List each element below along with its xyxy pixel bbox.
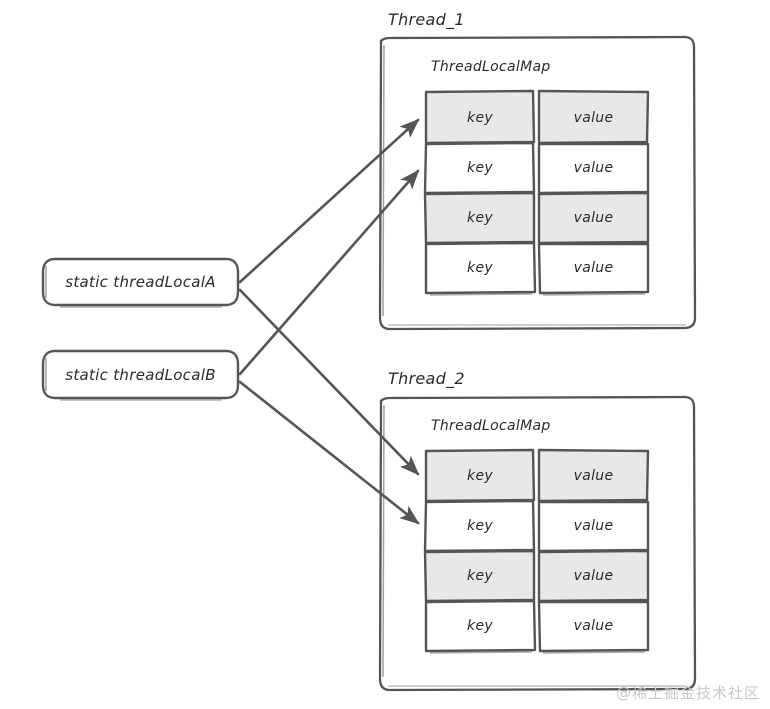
thread-2-row-2-key: key <box>467 518 493 534</box>
thread-1-map-title: ThreadLocalMap <box>431 59 551 75</box>
thread-2-map-title: ThreadLocalMap <box>431 418 551 434</box>
thread-2-row-3-key: key <box>467 568 493 584</box>
thread-2-row-3-value: value <box>573 568 614 584</box>
thread-2-container <box>378 395 697 692</box>
thread-1-row-2-value: value <box>573 160 614 176</box>
arrow-threadlocala-to-thread1-row1 <box>238 118 420 284</box>
threadlocal-b-box[interactable] <box>41 349 240 401</box>
thread-1-row-4-key: key <box>467 260 493 276</box>
thread-1-row-1-value: value <box>573 109 614 126</box>
thread-2-title: Thread_2 <box>388 369 465 388</box>
threadlocal-a-label[interactable]: static threadLocalA <box>65 273 216 291</box>
thread-1-row-1-key: key <box>467 109 493 126</box>
thread-1-row-3-value: value <box>573 210 614 226</box>
thread-2-row-4-value: value <box>573 618 614 634</box>
watermark: @稀土掘金技术社区 <box>615 684 760 702</box>
thread-1-container <box>378 35 697 331</box>
arrow-threadlocala-to-thread2-row1 <box>238 288 420 476</box>
thread-2-row-1-value: value <box>573 468 614 484</box>
threadlocal-b-label[interactable]: static threadLocalB <box>65 365 216 384</box>
threadlocal-a-box[interactable] <box>41 257 240 308</box>
thread-1-row-4-value: value <box>573 260 614 276</box>
thread-1-title: Thread_1 <box>388 10 465 29</box>
arrow-threadlocalb-to-thread2-row2 <box>238 380 420 525</box>
arrow-threadlocalb-to-thread1-row2 <box>238 169 420 376</box>
thread-2-map-table <box>423 448 650 654</box>
thread-2-row-4-key: key <box>467 618 493 634</box>
thread-1-row-3-key: key <box>467 210 493 226</box>
thread-2-row-1-key: key <box>467 468 493 484</box>
thread-2-row-2-value: value <box>573 518 614 534</box>
thread-1-row-2-key: key <box>467 160 493 176</box>
thread-1-map-table <box>423 89 650 296</box>
